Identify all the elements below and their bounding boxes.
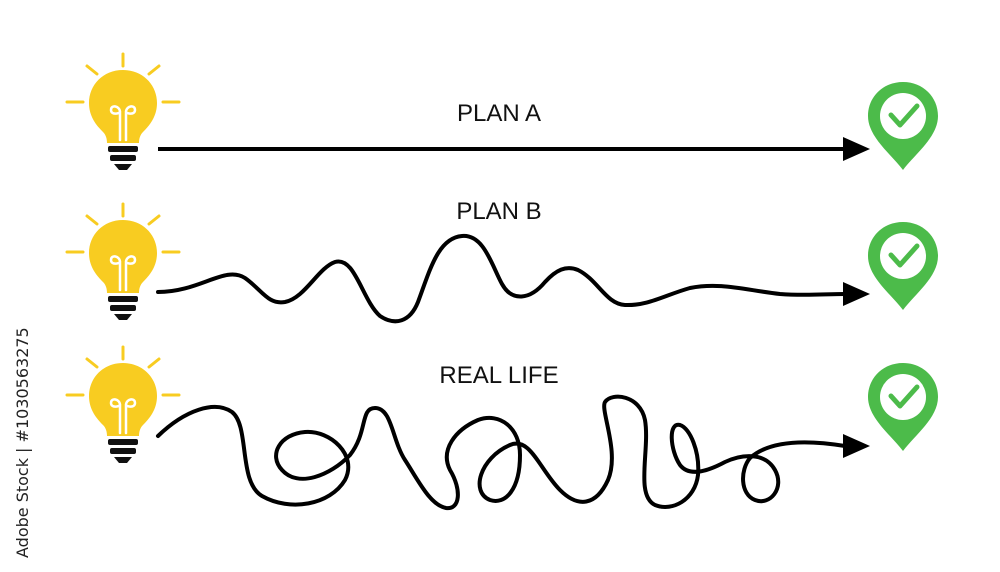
lightbulb-icon bbox=[65, 345, 181, 465]
lightbulb-icon bbox=[65, 52, 181, 172]
row-label: PLAN B bbox=[456, 198, 541, 225]
watermark-text: Adobe Stock | #1030563275 bbox=[13, 327, 32, 558]
check-location-pin-icon bbox=[868, 222, 938, 310]
row-plan-b: PLAN B bbox=[65, 198, 938, 324]
wavy-path-arrow bbox=[156, 234, 870, 324]
watermark: Adobe Stock | #1030563275 bbox=[13, 327, 32, 558]
tangled-path-arrow bbox=[156, 394, 870, 511]
check-location-pin-icon bbox=[868, 82, 938, 170]
row-real-life: REAL LIFE bbox=[65, 345, 938, 511]
check-location-pin-icon bbox=[868, 363, 938, 451]
row-label: PLAN A bbox=[457, 100, 541, 127]
lightbulb-icon bbox=[65, 202, 181, 322]
straight-path-arrow bbox=[158, 137, 870, 161]
row-plan-a: PLAN A bbox=[65, 52, 938, 172]
row-label: REAL LIFE bbox=[439, 362, 558, 389]
